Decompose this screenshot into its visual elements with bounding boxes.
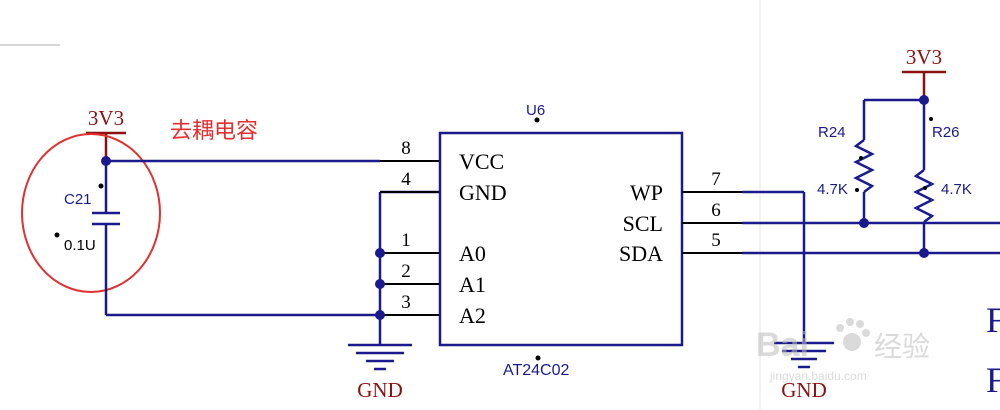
cap-ref: C21 xyxy=(64,191,92,208)
annotation-circle xyxy=(21,133,161,293)
junction-dot xyxy=(375,310,385,320)
pin-name: A2 xyxy=(459,303,486,328)
pin-name: A0 xyxy=(459,241,486,266)
ic-ref: U6 xyxy=(526,102,545,119)
junction-dot xyxy=(375,279,385,289)
pin-number: 2 xyxy=(401,261,411,282)
gnd-label-right: GND xyxy=(781,378,827,402)
junction-dot xyxy=(859,218,869,228)
pin-name: SDA xyxy=(619,241,663,266)
r26-ref: R26 xyxy=(932,124,960,141)
pin-name: VCC xyxy=(459,149,504,174)
resistor-r26: R26 4.7K xyxy=(913,100,972,253)
right-3v3-label: 3V3 xyxy=(906,45,942,69)
pin-number: 1 xyxy=(401,230,411,251)
ic-body-u6 xyxy=(438,131,684,347)
left-3v3-label: 3V3 xyxy=(88,106,124,130)
junction-dot xyxy=(919,248,929,258)
pin-name: SCL xyxy=(623,211,663,236)
baidu-watermark: Bai 经验 jingyan.baidu.com xyxy=(756,318,930,383)
edge-text: F xyxy=(986,300,1000,340)
ic-left-pins xyxy=(380,160,440,316)
watermark-brand: Bai xyxy=(756,326,809,364)
pin-name: GND xyxy=(459,180,507,205)
ref-marker xyxy=(534,117,540,123)
junction-dot xyxy=(375,248,385,258)
gnd-symbol-right: GND xyxy=(774,341,834,402)
cap-value: 0.1U xyxy=(64,237,96,254)
watermark-brand2: 经验 xyxy=(874,331,930,362)
ic-right-pins xyxy=(682,191,742,254)
gnd-label-left: GND xyxy=(357,378,403,402)
capacitor-c21: C21 0.1U xyxy=(54,160,120,315)
gnd-symbol-left: GND xyxy=(348,343,412,402)
r24-ref: R24 xyxy=(818,124,846,141)
r24-value: 4.7K xyxy=(817,181,848,198)
pin-number: 6 xyxy=(711,200,721,221)
resistor-r24: R24 4.7K xyxy=(817,100,875,223)
pin-number: 5 xyxy=(711,230,721,251)
ic-part: AT24C02 xyxy=(503,362,570,379)
pin-name: WP xyxy=(630,180,663,205)
paw-icon xyxy=(836,318,870,351)
r26-value: 4.7K xyxy=(941,181,972,198)
pin-number: 7 xyxy=(711,169,721,190)
right-power-port: 3V3 xyxy=(902,45,946,100)
pin-number: 4 xyxy=(401,169,411,190)
left-power-port: 3V3 xyxy=(86,106,126,160)
annotation-text: 去耦电容 xyxy=(170,118,258,143)
pin-number: 3 xyxy=(401,292,411,313)
edge-text: F xyxy=(986,360,1000,400)
pin-number: 8 xyxy=(401,138,411,159)
part-marker xyxy=(535,355,541,361)
pin-name: A1 xyxy=(459,272,486,297)
watermark-url: jingyan.baidu.com xyxy=(769,369,867,383)
